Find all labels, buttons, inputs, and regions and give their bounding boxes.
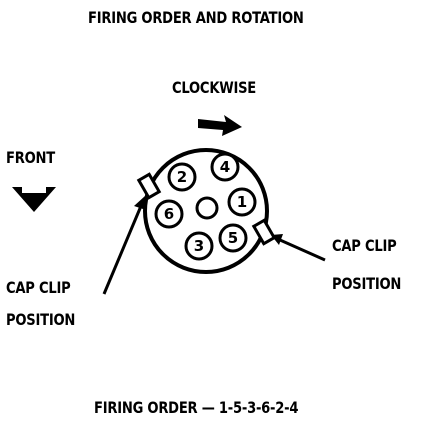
cap-clip-left xyxy=(136,172,162,200)
rotor-center xyxy=(195,196,219,220)
cylinder-number: 2 xyxy=(177,168,187,186)
cylinder-number: 1 xyxy=(237,193,247,211)
cylinder-terminal: 5 xyxy=(218,223,248,253)
leader-arrowhead-right xyxy=(271,234,283,245)
front-arrow-icon xyxy=(12,187,56,212)
cap-clip-right-line2: POSITION xyxy=(332,274,402,293)
cylinder-number: 6 xyxy=(164,205,174,223)
rotation-label: CLOCKWISE xyxy=(172,78,257,97)
cylinder-terminal: 4 xyxy=(210,152,240,182)
cylinder-terminal: 3 xyxy=(184,231,214,261)
leader-arrowhead-left xyxy=(134,196,146,210)
cap-clip-right-line1: CAP CLIP xyxy=(332,236,397,255)
leader-line-right xyxy=(279,238,326,262)
firing-order-text: FIRING ORDER — 1-5-3-6-2-4 xyxy=(94,398,299,417)
cylinder-terminal: 6 xyxy=(154,199,184,229)
cylinder-number: 3 xyxy=(194,237,204,255)
cylinder-terminal: 1 xyxy=(227,187,257,217)
cylinder-terminal: 2 xyxy=(167,162,197,192)
clockwise-arrow-icon xyxy=(198,115,242,136)
cap-clip-right xyxy=(251,218,277,246)
front-label: FRONT xyxy=(6,148,55,167)
cylinder-number: 5 xyxy=(228,229,238,247)
diagram-title: FIRING ORDER AND ROTATION xyxy=(88,8,304,27)
leader-line-left xyxy=(102,205,143,295)
cap-clip-left-line2: POSITION xyxy=(6,310,76,329)
cap-clip-left-line1: CAP CLIP xyxy=(6,278,71,297)
cylinder-number: 4 xyxy=(220,158,230,176)
